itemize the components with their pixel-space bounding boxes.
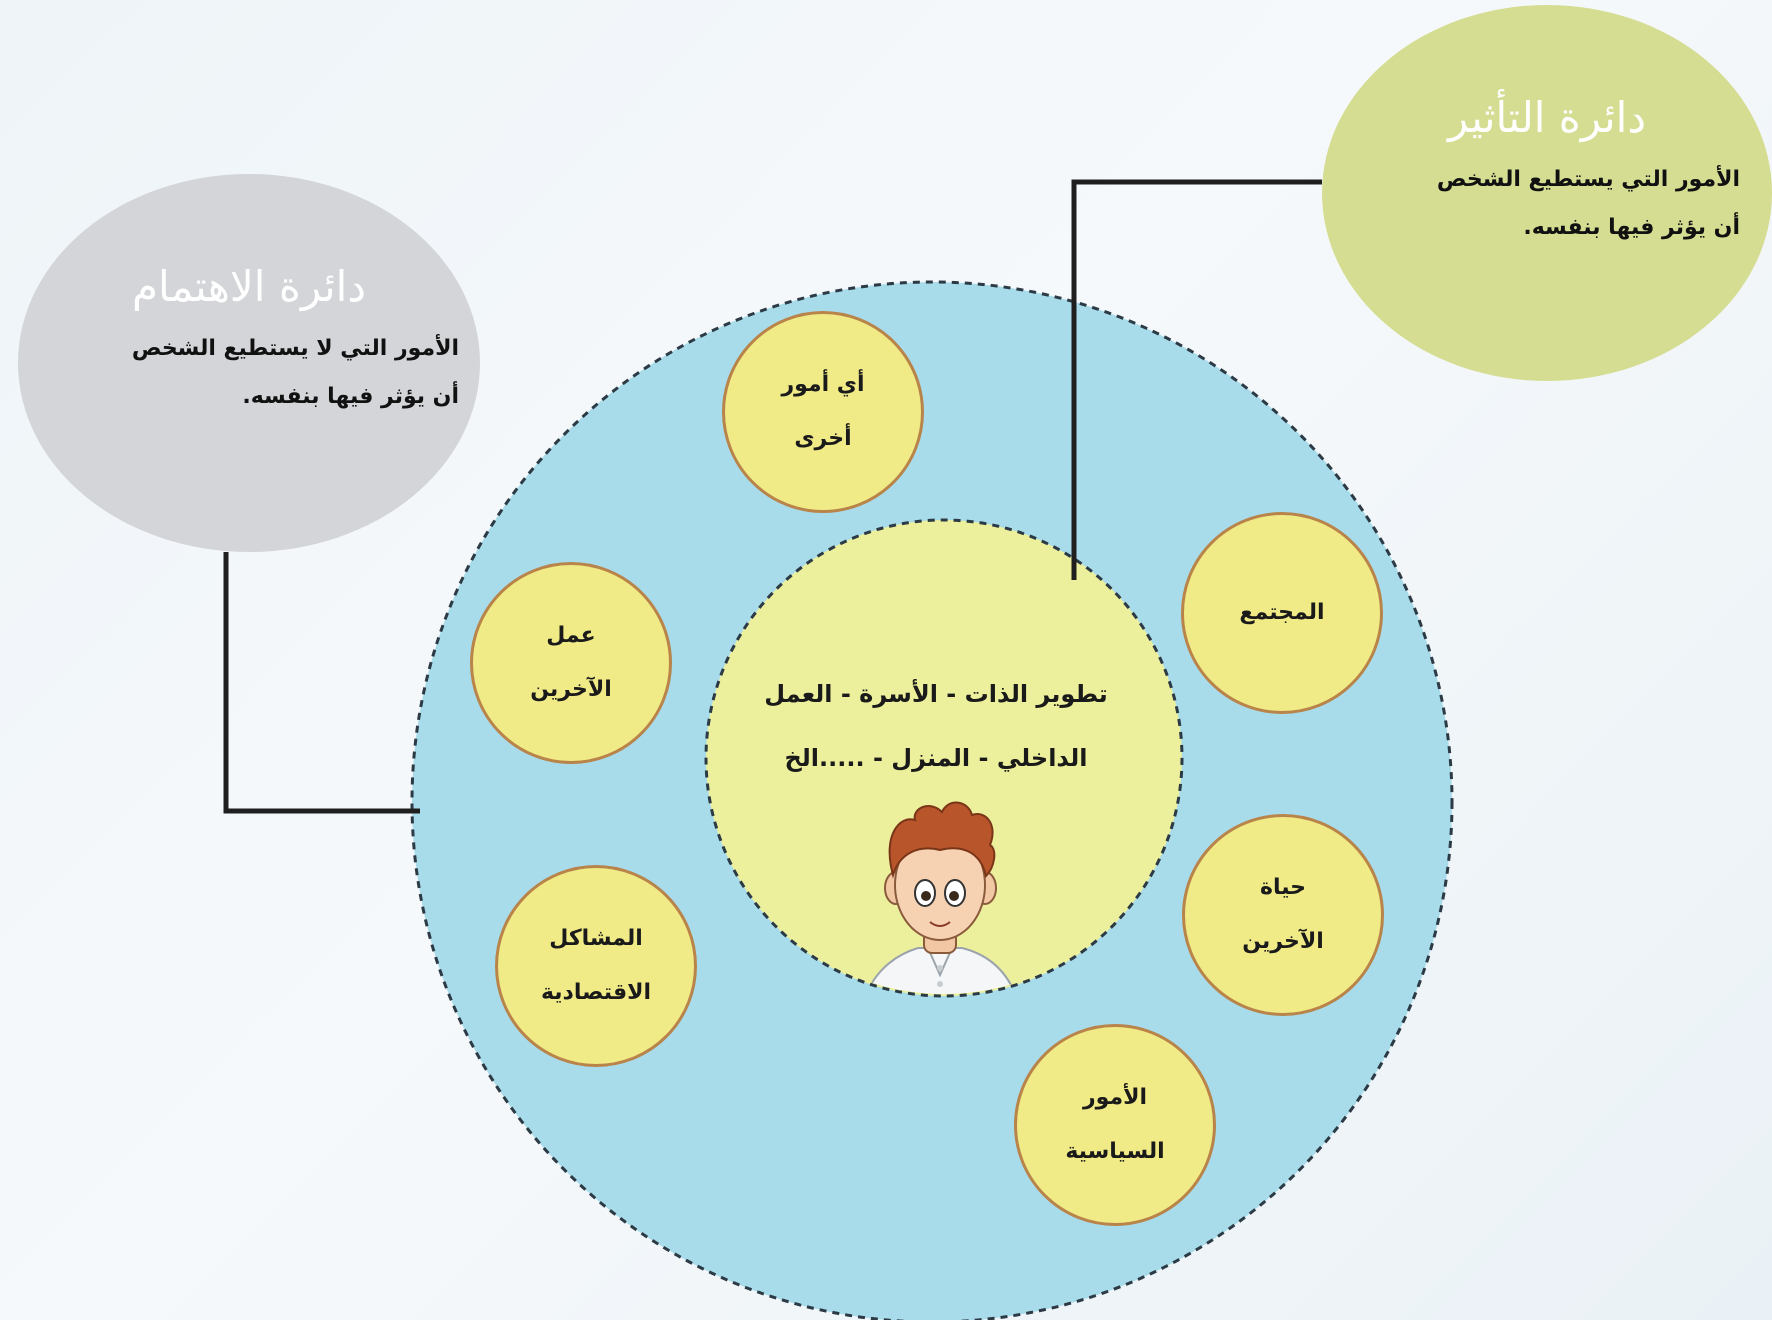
concern-item-label: أي أمور أخرى [781,372,865,451]
concern-item-others-work: عمل الآخرين [470,562,672,764]
concern-item-society: المجتمع [1181,512,1383,714]
concern-connector [223,552,420,814]
concern-item-other-matters: أي أمور أخرى [722,311,924,513]
concern-item-label: المجتمع [1239,600,1325,625]
concern-title: دائرة الاهتمام [131,262,367,311]
influence-items-text: تطوير الذات - الأسرة - العمل الداخلي - ا… [764,680,1108,772]
concern-item-label: الأمور السياسية [1065,1085,1165,1164]
influence-title: دائرة التأثير [1447,93,1647,142]
influence-info-bubble: دائرة التأثير الأمور التي يستطيع الشخص أ… [1322,5,1772,381]
influence-connector [1071,179,1322,580]
concern-item-economic-problems: المشاكل الاقتصادية [495,865,697,1067]
concern-item-others-lives: حياة الآخرين [1182,814,1384,1016]
concern-item-political-affairs: الأمور السياسية [1014,1024,1216,1226]
influence-description: الأمور التي يستطيع الشخص أن يؤثر فيها بن… [1436,167,1740,240]
boy-illustration [856,801,1026,994]
concern-item-label: المشاكل الاقتصادية [540,926,652,1005]
influence-circle [704,518,1184,998]
concern-description: الأمور التي لا يستطيع الشخص أن يؤثر فيها… [131,336,459,409]
concern-info-bubble: دائرة الاهتمام الأمور التي لا يستطيع الش… [18,174,480,552]
concern-item-label: عمل الآخرين [530,623,612,702]
concern-item-label: حياة الآخرين [1242,875,1324,954]
